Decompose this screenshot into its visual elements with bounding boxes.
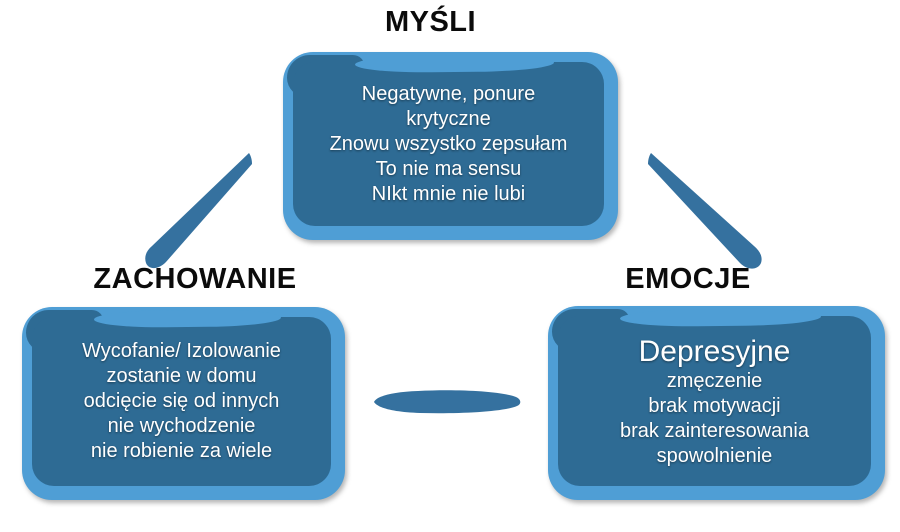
- mysli-line: Znowu wszystko zepsułam: [329, 132, 568, 155]
- emocje-line: brak zainteresowania: [620, 419, 809, 442]
- node-title-emocje: EMOCJE: [625, 263, 751, 295]
- connector-zachowanie-emocje-icon: [374, 390, 521, 414]
- mysli-line: Negatywne, ponure: [361, 82, 536, 105]
- emocje-line: brak motywacji: [648, 394, 781, 417]
- node-title-mysli: MYŚLI: [384, 6, 477, 38]
- node-box-zachowanie-panel: Wycofanie/ Izolowanie zostanie w domu od…: [32, 317, 331, 486]
- node-box-zachowanie: Wycofanie/ Izolowanie zostanie w domu od…: [22, 307, 345, 500]
- zachowanie-line: Wycofanie/ Izolowanie: [82, 340, 281, 362]
- node-box-mysli: Negatywne, ponure krytyczne Znowu wszyst…: [283, 52, 618, 240]
- node-box-emocje: Depresyjne zmęczenie brak motywacji brak…: [548, 306, 885, 500]
- zachowanie-line: nie wychodzenie: [107, 415, 256, 437]
- node-box-mysli-panel: Negatywne, ponure krytyczne Znowu wszyst…: [293, 62, 604, 226]
- node-title-zachowanie: ZACHOWANIE: [93, 263, 297, 295]
- emocje-lead-line: Depresyjne: [638, 334, 791, 368]
- zachowanie-line: odcięcie się od innych: [83, 390, 280, 412]
- emocje-line: spowolnienie: [656, 444, 773, 467]
- connector-mysli-emocje-icon: [648, 153, 762, 269]
- mysli-line: NIkt mnie nie lubi: [371, 182, 526, 205]
- zachowanie-line: nie robienie za wiele: [90, 440, 273, 462]
- emocje-line: zmęczenie: [666, 369, 763, 392]
- connector-mysli-zachowanie-icon: [145, 153, 252, 269]
- node-box-emocje-panel: Depresyjne zmęczenie brak motywacji brak…: [558, 316, 871, 486]
- mysli-line: To nie ma sensu: [375, 157, 522, 180]
- zachowanie-line: zostanie w domu: [106, 365, 257, 387]
- mysli-line: krytyczne: [406, 107, 491, 130]
